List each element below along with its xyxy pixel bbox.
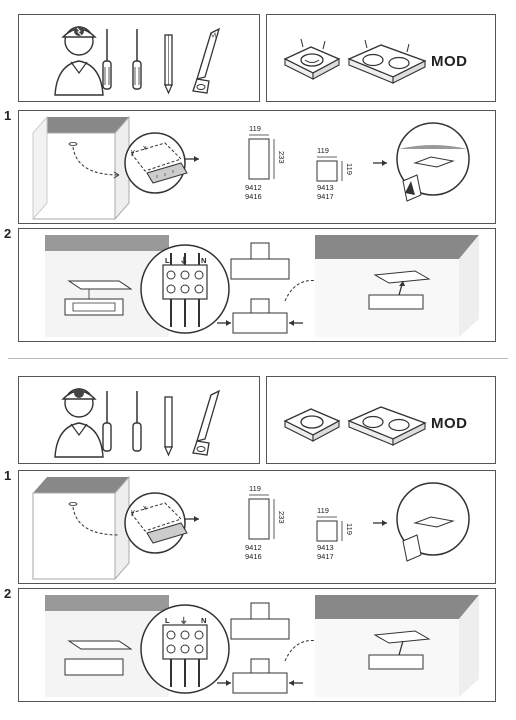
square-code-1: 9413 xyxy=(317,543,334,552)
cutout-x-label: x xyxy=(143,503,147,512)
spring-clip-insertion-illustration xyxy=(217,602,336,694)
spring-clip-insertion-illustration xyxy=(217,242,336,334)
single-fixture-icon xyxy=(283,38,341,80)
terminal-earth-label: ⏚ xyxy=(180,616,188,625)
square-length-label: 119 xyxy=(345,163,354,175)
step-1-panel: x y 119 233 9412 9416 119 119 9413 9417 xyxy=(18,110,496,224)
cutout-magnifier xyxy=(124,492,199,554)
step-2-panel: L ⏚ N xyxy=(18,228,496,342)
square-length-label: 119 xyxy=(345,523,354,535)
saw-icon xyxy=(192,389,221,456)
square-code-2: 9417 xyxy=(317,192,334,201)
narrow-width-label: 119 xyxy=(249,124,261,133)
terminal-earth-label: ⏚ xyxy=(180,256,188,265)
cutout-y-label: y xyxy=(131,147,135,156)
fixture-models-panel: MOD xyxy=(266,376,496,464)
square-width-label: 119 xyxy=(317,146,329,155)
terminal-live-label: L xyxy=(165,256,170,265)
cut-ceiling-magnifier xyxy=(373,122,470,202)
fixture-in-ceiling-illustration xyxy=(45,235,169,337)
square-cutout-dimension xyxy=(316,156,343,182)
step-1-panel: x y 119 233 9412 9416 119 119 9413 9417 xyxy=(18,470,496,584)
cutout-y-label: y xyxy=(131,507,135,516)
installer-person-icon xyxy=(54,388,104,458)
square-code-1: 9413 xyxy=(317,183,334,192)
screwdriver-phillips-icon xyxy=(132,29,142,90)
square-width-label: 119 xyxy=(317,506,329,515)
narrow-width-label: 119 xyxy=(249,484,261,493)
square-code-2: 9417 xyxy=(317,552,334,561)
terminal-block-magnifier xyxy=(140,244,230,334)
screwdriver-phillips-icon xyxy=(132,391,142,452)
tools-panel xyxy=(18,14,260,102)
installer-person-icon xyxy=(54,26,104,96)
narrow-length-label: 233 xyxy=(277,511,286,524)
instruction-sheet-bottom: MOD 1 x y 119 233 9412 9416 xyxy=(0,368,516,720)
narrow-cutout-dimension xyxy=(248,134,275,180)
page-divider xyxy=(8,358,508,359)
model-label: MOD xyxy=(431,53,468,70)
cutout-magnifier xyxy=(124,132,199,194)
instruction-sheet-top: MOD 1 x y 119 xyxy=(0,0,516,352)
step-number: 2 xyxy=(4,586,12,601)
fixture-in-ceiling-illustration xyxy=(45,595,169,697)
model-label: MOD xyxy=(431,415,468,432)
fixture-models-panel: MOD xyxy=(266,14,496,102)
narrow-code-2: 9416 xyxy=(245,192,262,201)
pencil-icon xyxy=(164,34,173,95)
saw-icon xyxy=(192,27,221,94)
narrow-code-2: 9416 xyxy=(245,552,262,561)
single-fixture-icon xyxy=(283,408,341,442)
terminal-neutral-label: N xyxy=(201,256,207,265)
narrow-length-label: 233 xyxy=(277,151,286,164)
narrow-cutout-dimension xyxy=(248,494,275,540)
step-number: 1 xyxy=(4,108,12,123)
ceiling-cutout-illustration xyxy=(32,475,130,581)
step-number: 2 xyxy=(4,226,12,241)
narrow-code-1: 9412 xyxy=(245,543,262,552)
tools-panel xyxy=(18,376,260,464)
double-fixture-icon xyxy=(347,406,427,446)
double-fixture-icon xyxy=(347,39,427,84)
step-number: 1 xyxy=(4,468,12,483)
terminal-live-label: L xyxy=(165,616,170,625)
step-2-panel: L ⏚ N xyxy=(18,588,496,702)
terminal-neutral-label: N xyxy=(201,616,207,625)
narrow-code-1: 9412 xyxy=(245,183,262,192)
pencil-icon xyxy=(164,396,173,457)
ceiling-cutout-illustration xyxy=(32,115,130,221)
terminal-block-magnifier xyxy=(140,604,230,694)
screwdriver-flat-icon xyxy=(102,29,112,90)
square-cutout-dimension xyxy=(316,516,343,542)
cutout-x-label: x xyxy=(143,143,147,152)
fixture-final-illustration xyxy=(315,235,479,337)
screwdriver-flat-icon xyxy=(102,391,112,452)
fixture-final-illustration xyxy=(315,595,479,697)
cut-ceiling-magnifier xyxy=(373,482,470,562)
